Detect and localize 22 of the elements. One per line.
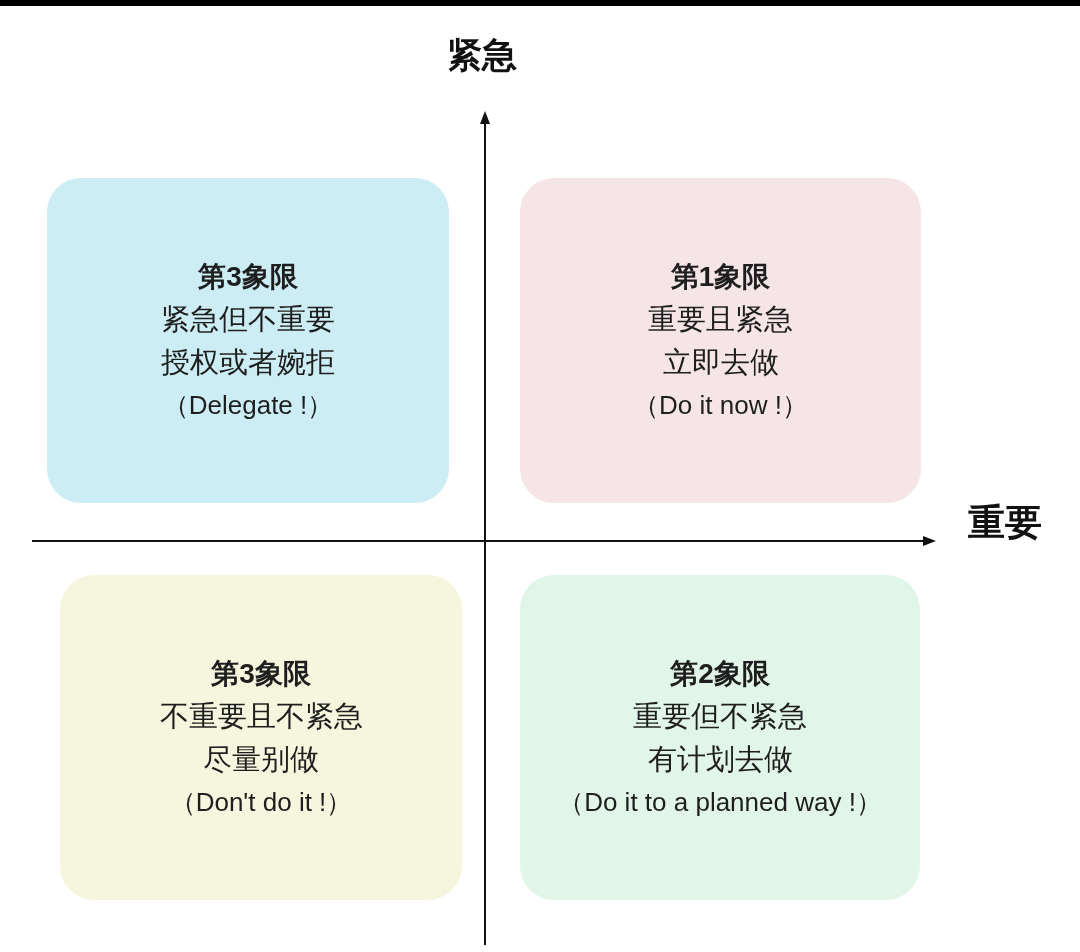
axis-label: 紧急 (447, 37, 517, 72)
quadrant-motto: （Do it to a planned way !） (558, 785, 882, 819)
quadrant-title: 第2象限 (670, 656, 770, 691)
quadrant-text: 尽量别做 (203, 741, 319, 777)
quadrant-text: 重要但不紧急 (633, 698, 807, 734)
quadrant-motto: （Delegate !） (162, 388, 334, 422)
quadrant-box (520, 178, 921, 503)
quadrant-box (520, 575, 920, 900)
axis-label: 重要 (968, 504, 1042, 541)
quadrant-motto: （Don't do it !） (169, 785, 353, 819)
quadrant-title: 第3象限 (198, 259, 298, 294)
quadrant-text: 有计划去做 (647, 741, 793, 777)
quadrant-box (60, 575, 462, 900)
quadrant-title: 第3象限 (211, 656, 311, 691)
quadrant-title: 第1象限 (670, 259, 771, 294)
quadrant-text: 授权或者婉拒 (161, 344, 335, 380)
quadrant-text: 重要且紧急 (648, 301, 793, 337)
quadrant-box (47, 178, 449, 503)
quadrant-text: 不重要且不紧急 (159, 698, 363, 734)
quadrant-motto: （Do it now !） (633, 388, 808, 422)
quadrant-text: 立即去做 (662, 344, 779, 380)
quadrant-text: 紧急但不重要 (161, 301, 335, 337)
